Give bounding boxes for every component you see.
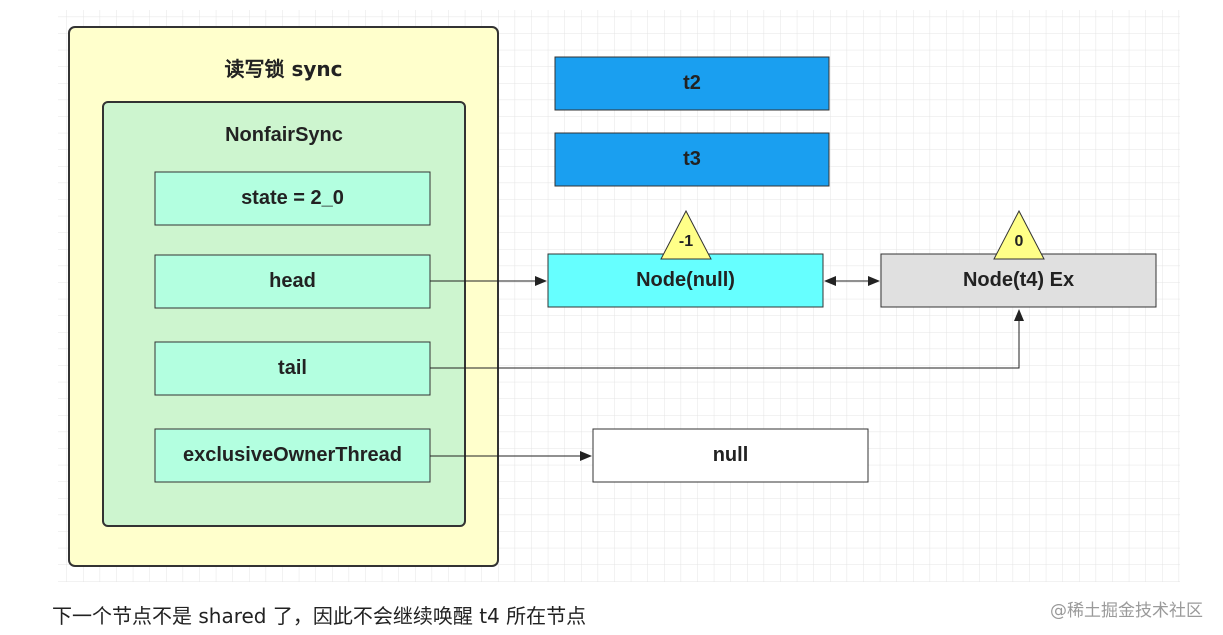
tail-node-box <box>880 253 1157 308</box>
tail-node-waitstatus-triangle <box>993 209 1045 260</box>
t3-label: t3 <box>683 148 701 170</box>
null-box <box>592 428 869 483</box>
tail-field-box <box>154 341 431 396</box>
t2-box <box>554 56 830 111</box>
owner-field-label: exclusiveOwnerThread <box>183 444 402 466</box>
tail-field-label: tail <box>278 357 307 379</box>
t3-box <box>554 132 830 187</box>
state-field-label: state = 2_0 <box>241 187 344 209</box>
head-node-waitstatus-triangle <box>660 209 712 260</box>
head-node-waitstatus-label: -1 <box>678 233 694 250</box>
head-node-label: Node(null) <box>636 269 735 291</box>
tail-node-label: Node(t4) Ex <box>962 269 1075 291</box>
outer-sync-title: 读写锁 sync <box>224 56 343 81</box>
owner-field-box <box>154 428 431 483</box>
head-field-box <box>154 254 431 309</box>
head-field-label: head <box>269 270 316 292</box>
inner-nonfairsync-title: NonfairSync <box>225 123 343 146</box>
tail-node-waitstatus-label: 0 <box>1014 233 1024 250</box>
tail-to-node-arrow <box>430 309 1024 369</box>
t2-label: t2 <box>683 72 701 94</box>
state-field-box <box>154 171 431 226</box>
null-label: null <box>712 444 749 466</box>
watermark-text: @稀土掘金技术社区 <box>1050 601 1203 621</box>
caption-text: 下一个节点不是 shared 了，因此不会继续唤醒 t4 所在节点 <box>52 604 587 628</box>
